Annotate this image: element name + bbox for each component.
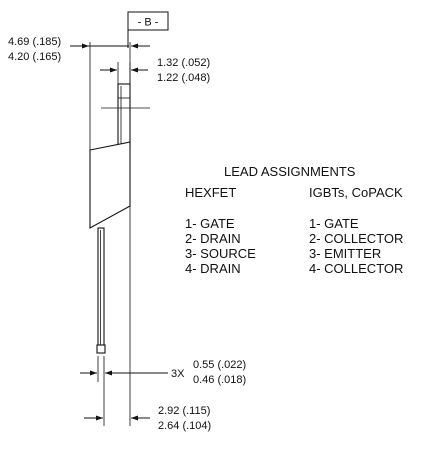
dim-tab-thickness: 1.32 (.052) 1.22 (.048) [100, 57, 210, 84]
tab-thickness-min: 1.22 (.048) [157, 72, 210, 84]
hexfet-item: 1- GATE [185, 216, 235, 231]
lead-width-max: 0.55 (.022) [193, 359, 246, 371]
igbt-item: 1- GATE [309, 216, 359, 231]
hexfet-item: 4- DRAIN [185, 261, 241, 276]
lead-width-min: 0.46 (.018) [193, 374, 246, 386]
datum-box [127, 11, 169, 31]
igbt-item: 3- EMITTER [309, 246, 381, 261]
datum-label: - B - [138, 17, 159, 29]
hexfet-item: 2- DRAIN [185, 231, 241, 246]
dim-overall-thickness: 2.92 (.115) 2.64 (.104) [84, 206, 211, 432]
package-side-view [89, 83, 150, 354]
hexfet-item: 3- SOURCE [185, 246, 256, 261]
lead [97, 227, 105, 353]
lead-foot [96, 344, 106, 354]
igbt-item: 4- COLLECTOR [309, 261, 403, 276]
igbt-item: 2- COLLECTOR [309, 231, 403, 246]
lead-assignments: LEAD ASSIGNMENTS HEXFET 1- GATE 2- DRAIN… [185, 164, 403, 276]
mounting-tab [117, 83, 131, 149]
body-width-min: 4.20 (.165) [8, 51, 61, 63]
dim-body-width: 4.69 (.185) 4.20 (.165) [8, 30, 150, 150]
lead-width-prefix: 3X [171, 368, 185, 380]
lead-assignments-title: LEAD ASSIGNMENTS [224, 164, 356, 179]
hexfet-heading: HEXFET [185, 185, 236, 200]
datum-b: - B - [127, 11, 169, 31]
igbt-heading: IGBTs, CoPACK [309, 185, 403, 200]
overall-thickness-max: 2.92 (.115) [158, 405, 210, 417]
body-width-max: 4.69 (.185) [8, 36, 61, 48]
plastic-body [89, 141, 131, 229]
tab-thickness-max: 1.32 (.052) [157, 57, 210, 69]
overall-thickness-min: 2.64 (.104) [158, 420, 211, 432]
dim-lead-width: 3X 0.55 (.022) 0.46 (.018) [80, 356, 246, 386]
